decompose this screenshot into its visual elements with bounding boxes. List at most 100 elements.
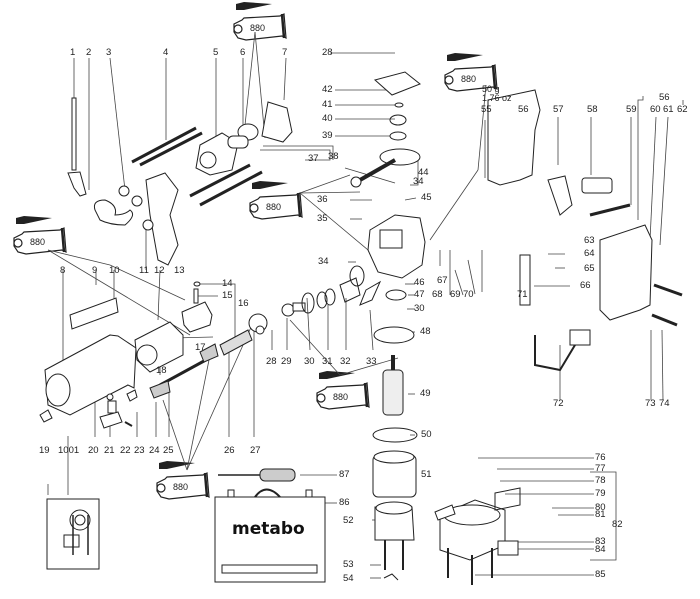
svg-text:880: 880 xyxy=(173,482,188,492)
part-label-10: 10 xyxy=(109,265,120,276)
part-label-37: 37 xyxy=(308,153,319,164)
part-label-81: 81 xyxy=(595,509,606,520)
part-label-36: 36 xyxy=(317,194,328,205)
part-label-32: 32 xyxy=(340,356,351,367)
part-label-71: 71 xyxy=(517,289,528,300)
part-label-83: 83 xyxy=(595,536,606,547)
grease-tube-mid: 880 xyxy=(248,179,304,221)
part-label-66: 66 xyxy=(580,280,591,291)
part-label-11: 11 xyxy=(139,265,149,276)
part-label-64: 64 xyxy=(584,248,595,259)
part-label-74: 74 xyxy=(659,398,670,409)
part-label-25: 25 xyxy=(163,445,174,456)
part-label-50: 50 xyxy=(421,429,432,440)
part-label-9: 9 xyxy=(92,265,98,276)
part-label-7: 7 xyxy=(282,47,288,58)
part-label-42: 42 xyxy=(322,84,333,95)
svg-text:880: 880 xyxy=(30,237,45,247)
part-label-67: 67 xyxy=(437,275,448,286)
svg-text:880: 880 xyxy=(461,74,476,84)
part-label-1001: 1001 xyxy=(58,445,80,456)
part-label-68: 68 xyxy=(432,289,443,300)
part-label-44: 44 xyxy=(418,167,429,178)
part-label-51: 51 xyxy=(421,469,432,480)
part-label-20: 20 xyxy=(88,445,99,456)
part-label-87: 87 xyxy=(339,469,350,480)
part-label-84: 84 xyxy=(595,544,606,555)
part-label-2: 2 xyxy=(86,47,92,58)
part-label-56-right: 56 xyxy=(659,92,670,103)
part-label-17: 17 xyxy=(195,342,206,353)
part-label-39: 39 xyxy=(322,130,333,141)
part-label-58: 58 xyxy=(587,104,598,115)
part-label-28-lower: 28 xyxy=(266,356,277,367)
part-label-52: 52 xyxy=(343,515,354,526)
part-1-rod xyxy=(71,97,77,171)
grease-tube-top: 880 xyxy=(232,0,288,42)
leader-lines xyxy=(47,31,684,579)
svg-text:880: 880 xyxy=(250,23,265,33)
part-label-19: 19 xyxy=(39,445,50,456)
part-label-82: 82 xyxy=(612,519,623,530)
part-label-46: 46 xyxy=(414,277,425,288)
part-label-77: 77 xyxy=(595,463,606,474)
part-label-78: 78 xyxy=(595,475,606,486)
brand-logo: metabo xyxy=(232,519,305,539)
part-label-79: 79 xyxy=(595,488,606,499)
part-label-54: 54 xyxy=(343,573,354,584)
part-label-55: 55 xyxy=(481,104,492,115)
part-label-24: 24 xyxy=(149,445,160,456)
part-label-85: 85 xyxy=(595,569,606,580)
part-label-53: 53 xyxy=(343,559,354,570)
part-label-14: 14 xyxy=(222,278,233,289)
part-label-5: 5 xyxy=(213,47,219,58)
part-label-35: 35 xyxy=(317,213,328,224)
grease-tube-upper-right: 880 xyxy=(443,51,499,93)
part-label-65: 65 xyxy=(584,263,595,274)
part-label-6: 6 xyxy=(240,47,246,58)
part-label-18: 18 xyxy=(156,365,167,376)
parts-drawing xyxy=(39,71,683,585)
part-label-34-upper: 34 xyxy=(413,176,424,187)
part-label-13: 13 xyxy=(174,265,185,276)
part-label-27: 27 xyxy=(250,445,261,456)
grease-tube-left: 880 xyxy=(12,214,68,256)
part-label-47: 47 xyxy=(414,289,425,300)
part-label-80: 80 xyxy=(595,502,606,513)
part-label-72: 72 xyxy=(553,398,564,409)
grease-tube-center: 880 xyxy=(315,369,371,411)
part-label-21: 21 xyxy=(104,445,115,456)
part-label-41: 41 xyxy=(322,99,333,110)
carry-case: metabo xyxy=(214,488,326,583)
part-label-57: 57 xyxy=(553,104,564,115)
part-label-3: 3 xyxy=(106,47,112,58)
part-label-56-left: 56 xyxy=(518,104,529,115)
part-label-61: 61 xyxy=(663,104,674,115)
part-label-33: 33 xyxy=(366,356,377,367)
part-label-60: 60 xyxy=(650,104,661,115)
part-label-49: 49 xyxy=(420,388,431,399)
part-label-22: 22 xyxy=(120,445,131,456)
part-label-15: 15 xyxy=(222,290,233,301)
svg-text:880: 880 xyxy=(266,202,281,212)
part-label-76: 76 xyxy=(595,452,606,463)
part-label-45: 45 xyxy=(421,192,432,203)
part-label-12: 12 xyxy=(154,265,165,276)
part-label-28: 28 xyxy=(322,47,333,58)
part-label-1: 1 xyxy=(70,47,76,58)
part-label-63: 63 xyxy=(584,235,595,246)
part-label-48: 48 xyxy=(420,326,431,337)
part-label-59: 59 xyxy=(626,104,637,115)
part-label-34: 34 xyxy=(318,256,329,267)
part-label-31: 31 xyxy=(322,356,333,367)
part-label-30: 30 xyxy=(304,356,315,367)
part-label-86: 86 xyxy=(339,497,350,508)
part-label-4: 4 xyxy=(163,47,169,58)
part-label-62: 62 xyxy=(677,104,688,115)
part-label-30-right: 30 xyxy=(414,303,425,314)
grease-tube-bottom: 880 xyxy=(155,459,211,501)
grease-quantity-ounces: 1.76 oz xyxy=(482,93,512,103)
part-label-40: 40 xyxy=(322,113,333,124)
